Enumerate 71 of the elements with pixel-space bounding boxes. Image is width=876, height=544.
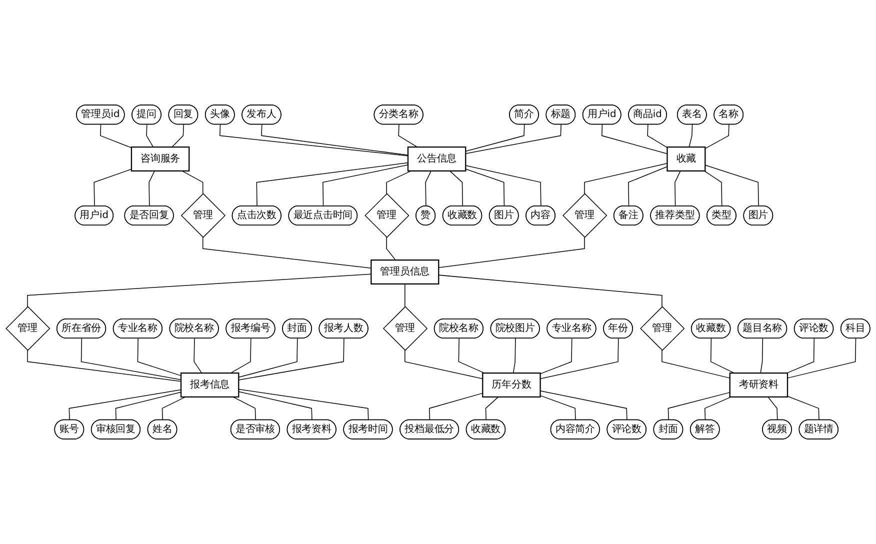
- connector: [668, 392, 730, 420]
- node-diamond: 管理: [364, 193, 410, 238]
- connector: [584, 162, 668, 194]
- connector: [465, 165, 542, 207]
- connector: [704, 170, 722, 207]
- connector: [232, 396, 256, 420]
- connector: [662, 350, 730, 378]
- node-box: 报考信息: [180, 372, 240, 398]
- connector: [601, 124, 668, 154]
- connector: [787, 338, 856, 378]
- connector: [115, 392, 182, 420]
- node-box: 历年分数: [482, 372, 541, 398]
- node-diamond: 管理: [382, 306, 428, 351]
- connector: [540, 338, 619, 380]
- connector: [256, 162, 408, 207]
- connector: [465, 168, 505, 207]
- connector: [398, 124, 418, 148]
- connector: [80, 338, 182, 380]
- connector: [182, 170, 204, 194]
- connector: [760, 338, 764, 374]
- connector: [27, 350, 182, 382]
- connector: [137, 338, 182, 376]
- node-box: 管理员信息: [370, 259, 440, 285]
- connector: [148, 170, 155, 207]
- connector: [194, 338, 202, 374]
- node-diamond: 管理: [180, 193, 226, 238]
- connector: [162, 396, 186, 420]
- connector: [238, 391, 312, 420]
- connector: [428, 392, 484, 420]
- node-diamond: 管理: [562, 193, 608, 238]
- connector: [425, 170, 432, 207]
- connector: [404, 350, 484, 380]
- connector: [449, 170, 463, 207]
- connector: [704, 164, 759, 207]
- connector: [704, 396, 732, 420]
- connector: [68, 389, 182, 420]
- node-box: 收藏: [666, 146, 706, 172]
- connector: [238, 338, 344, 380]
- node-diamond: 管理: [6, 306, 50, 351]
- connector: [438, 236, 585, 268]
- connector: [238, 388, 369, 420]
- connector: [404, 284, 406, 308]
- connector: [238, 338, 298, 378]
- connector: [768, 396, 778, 420]
- connector: [674, 170, 681, 207]
- connector: [540, 390, 628, 420]
- connector: [787, 396, 820, 420]
- connector: [465, 124, 525, 152]
- connector: [100, 124, 132, 148]
- connector: [647, 124, 668, 148]
- connector: [261, 124, 408, 156]
- connector: [512, 338, 516, 374]
- connector: [220, 124, 408, 156]
- connector: [386, 236, 396, 260]
- connector: [386, 170, 412, 194]
- connector: [322, 164, 408, 207]
- node-box: 公告信息: [407, 146, 466, 172]
- connector: [688, 124, 693, 148]
- connector: [438, 274, 662, 308]
- node-box: 考研资料: [729, 372, 788, 398]
- connector: [465, 124, 562, 154]
- node-diamond: 管理: [640, 306, 685, 351]
- node-box: 咨询服务: [130, 146, 190, 172]
- connector: [628, 166, 668, 207]
- connector: [172, 124, 184, 148]
- connector: [704, 124, 730, 149]
- connector: [485, 396, 499, 420]
- connector: [146, 124, 154, 148]
- connector: [27, 274, 372, 308]
- connector: [540, 395, 576, 420]
- connector: [202, 236, 372, 268]
